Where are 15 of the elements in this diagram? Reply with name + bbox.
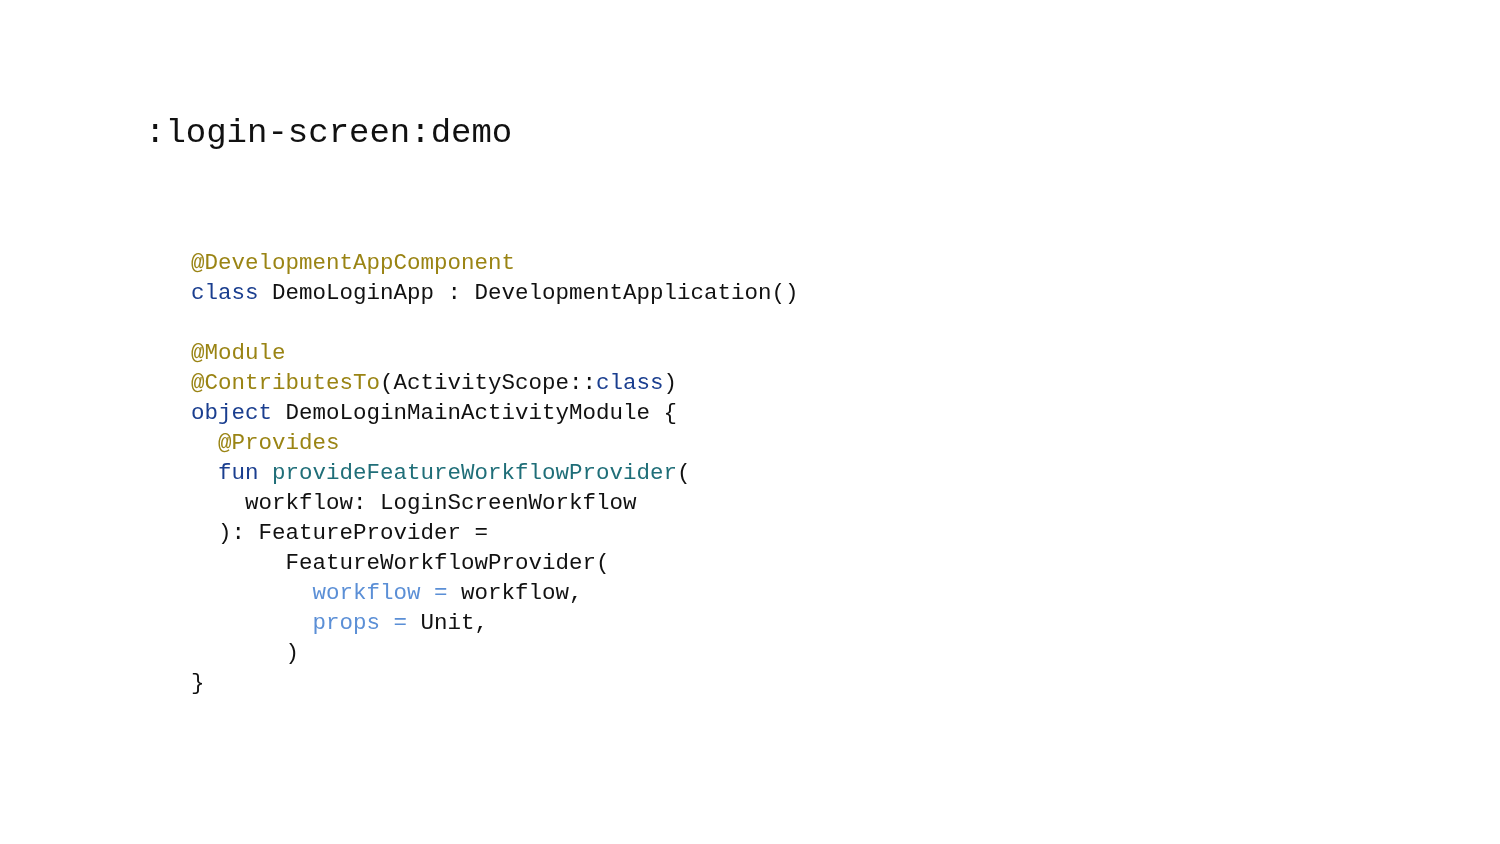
code-line: class DemoLoginApp : DevelopmentApplication() — [191, 279, 799, 307]
code-line: ) — [285, 639, 299, 667]
slide-title: :login-screen:demo — [145, 114, 513, 152]
code-line: ): FeatureProvider = — [218, 519, 489, 547]
code-line: @ContributesTo(ActivityScope::class) — [191, 369, 678, 397]
code-line: @Provides — [218, 429, 340, 457]
code-line: @DevelopmentAppComponent — [191, 249, 516, 277]
code-line: } — [191, 669, 205, 697]
code-line: FeatureWorkflowProvider( — [285, 549, 610, 577]
code-line: workflow = workflow, — [312, 579, 583, 607]
code-line: workflow: LoginScreenWorkflow — [245, 489, 637, 517]
code-line: @Module — [191, 339, 286, 367]
code-line: props = Unit, — [312, 609, 489, 637]
code-line: object DemoLoginMainActivityModule { — [191, 399, 678, 427]
code-line: fun provideFeatureWorkflowProvider( — [218, 459, 691, 487]
